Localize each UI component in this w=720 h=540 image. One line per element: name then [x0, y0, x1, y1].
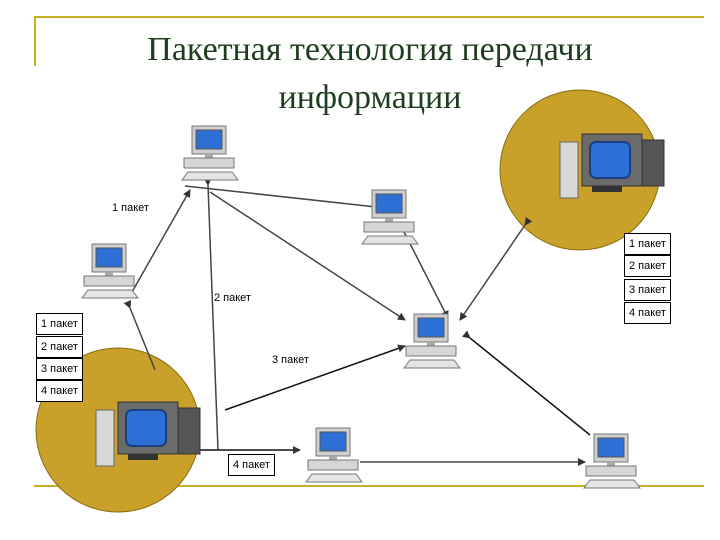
computer-icon: [361, 189, 419, 245]
computer-icon: [583, 433, 641, 489]
right-stack-packet-1: 1 пакет: [624, 233, 671, 255]
computer-icon: [305, 427, 363, 483]
right-stack-packet-4: 4 пакет: [624, 302, 671, 324]
label-packet-1: 1 пакет: [112, 202, 149, 214]
left-stack-packet-1: 1 пакет: [36, 313, 83, 335]
computer-icon: [403, 313, 461, 369]
computer-icon: [181, 125, 239, 181]
left-stack-packet-2: 2 пакет: [36, 336, 83, 358]
right-stack-packet-3: 3 пакет: [624, 279, 671, 301]
label-packet-2: 2 пакет: [214, 292, 251, 304]
left-stack-packet-4: 4 пакет: [36, 380, 83, 402]
right-stack-packet-2: 2 пакет: [624, 255, 671, 277]
decor-line-bottom: [34, 485, 704, 487]
slide-title: Пакетная технология передачи информации: [147, 31, 593, 116]
label-packet-3: 3 пакет: [272, 354, 309, 366]
left-stack-packet-3: 3 пакет: [36, 358, 83, 380]
decor-line-vertical: [34, 16, 36, 66]
computer-icon: [81, 243, 139, 299]
label-packet-4: 4 пакет: [228, 454, 275, 476]
decor-line-top: [34, 16, 704, 18]
